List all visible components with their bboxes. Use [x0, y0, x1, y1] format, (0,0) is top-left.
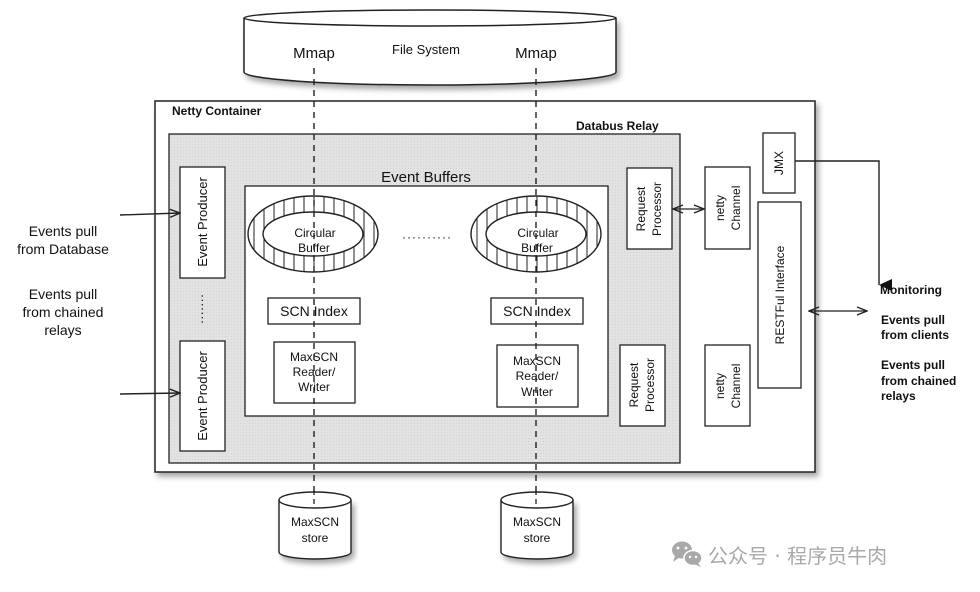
reader-writer-label: Reader/ [293, 365, 336, 379]
netty-channel-label: netty [713, 195, 727, 221]
input-chained-label: Events pull [29, 286, 97, 302]
event-buffers-title: Event Buffers [381, 169, 471, 186]
file-system-cylinder: File System Mmap Mmap [243, 9, 617, 86]
request-processor-1: Request Processor [626, 167, 673, 250]
buffers-ellipsis: ·········· [402, 230, 452, 244]
output-clients-label: Events pull [881, 313, 945, 327]
scn-index-label: SCN Index [503, 303, 571, 319]
arrow-jmx-monitoring [795, 160, 892, 291]
netty-channel-label: netty [713, 373, 727, 399]
restful-interface-label: RESTFul Interface [773, 245, 787, 344]
request-processor-label: Request [627, 362, 641, 407]
request-processor-label: Processor [650, 182, 664, 236]
event-producer-label: Event Producer [195, 351, 210, 441]
mmap-label-left: Mmap [293, 45, 335, 62]
event-producer-1: Event Producer [179, 166, 226, 279]
scn-index-2: SCN Index [490, 297, 584, 325]
maxscn-store-label: MaxSCN [513, 515, 561, 529]
circular-buffer-label: Circular [294, 226, 335, 240]
monitoring-label: Monitoring [880, 283, 942, 297]
maxscn-reader-writer-2: MaxSCN Reader/ Writer [496, 344, 579, 408]
maxscn-reader-writer-1: MaxSCN Reader/ Writer [273, 341, 356, 404]
reader-writer-label: Reader/ [516, 369, 559, 383]
output-clients-label: from clients [881, 328, 949, 342]
watermark-text: 公众号 · 程序员牛肉 [708, 544, 887, 568]
jmx-label: JMX [772, 151, 786, 175]
jmx-box: JMX [762, 132, 796, 194]
databus-relay-title: Databus Relay [576, 119, 659, 133]
netty-channel-1: netty Channel [704, 166, 751, 250]
netty-container-title: Netty Container [172, 104, 262, 118]
wechat-icon [672, 541, 703, 567]
maxscn-store-label: store [302, 531, 329, 545]
event-producer-2: Event Producer [179, 340, 226, 452]
circular-buffer-label: Buffer [521, 241, 553, 255]
file-system-label: File System [392, 42, 460, 57]
request-processor-label: Processor [643, 358, 657, 412]
event-producer-label: Event Producer [195, 177, 210, 267]
arrow-db-to-producer [119, 213, 180, 215]
producer-ellipsis: ······· [194, 294, 209, 324]
maxscn-store-label: store [524, 531, 551, 545]
netty-channel-label: Channel [729, 364, 743, 409]
maxscn-store-label: MaxSCN [291, 515, 339, 529]
output-chained-label: from chained [881, 374, 956, 388]
netty-channel-label: Channel [729, 186, 743, 231]
output-chained-label: relays [881, 389, 916, 403]
request-processor-2: Request Processor [619, 344, 666, 427]
circular-buffer-label: Circular [517, 226, 558, 240]
mmap-label-right: Mmap [515, 45, 557, 62]
watermark: 公众号 · 程序员牛肉 [672, 541, 887, 568]
netty-channel-2: netty Channel [704, 344, 751, 427]
arrow-chained-to-producer [119, 393, 180, 394]
reader-writer-label: Writer [521, 385, 553, 399]
reader-writer-label: MaxSCN [513, 354, 561, 368]
restful-interface-box: RESTFul Interface [757, 201, 802, 389]
maxscn-store-2: MaxSCN store [500, 490, 574, 560]
input-db-label: Events pull [29, 223, 97, 239]
input-db-label: from Database [17, 241, 109, 257]
request-processor-label: Request [634, 186, 648, 231]
maxscn-store-1: MaxSCN store [278, 490, 352, 560]
output-chained-label: Events pull [881, 358, 945, 372]
input-chained-label: from chained [23, 304, 104, 320]
input-chained-label: relays [44, 322, 81, 338]
